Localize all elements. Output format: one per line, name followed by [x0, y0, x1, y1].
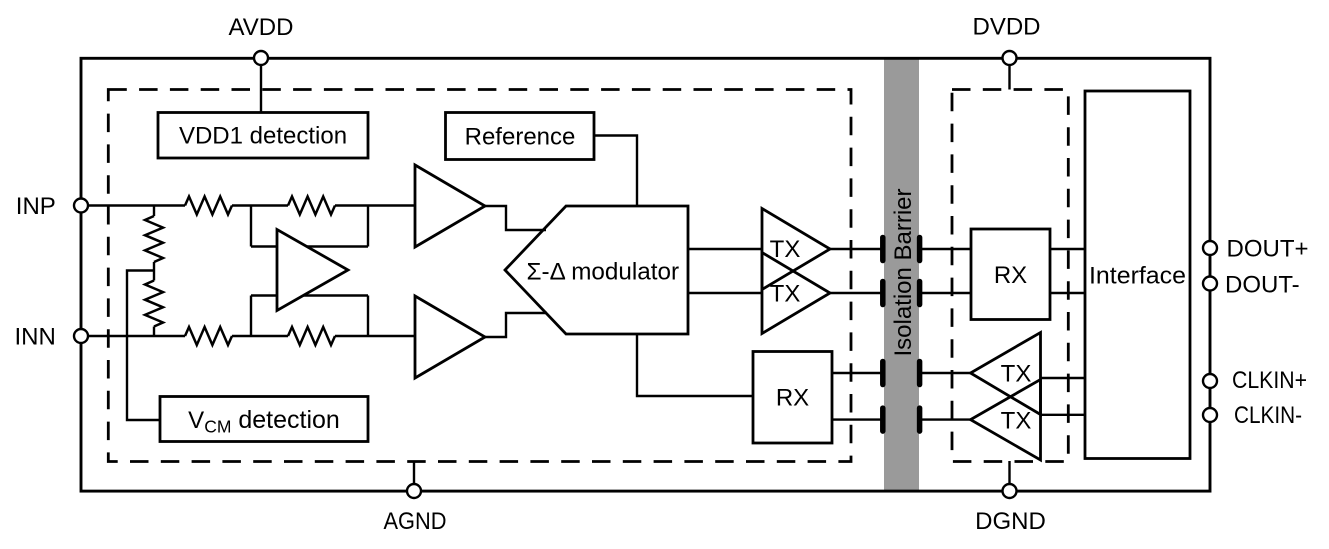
svg-text:VCM detection: VCM detection: [188, 406, 340, 437]
svg-text:DVDD: DVDD: [972, 14, 1040, 41]
svg-text:RX: RX: [994, 262, 1027, 289]
svg-text:INP: INP: [16, 193, 56, 220]
svg-text:CLKIN-: CLKIN-: [1234, 402, 1302, 429]
svg-text:TX: TX: [770, 236, 801, 263]
svg-text:Reference: Reference: [465, 124, 576, 151]
svg-text:DGND: DGND: [975, 508, 1046, 535]
svg-text:AGND: AGND: [384, 508, 447, 535]
svg-text:CLKIN+: CLKIN+: [1232, 367, 1307, 394]
svg-text:Isolation Barrier: Isolation Barrier: [890, 189, 917, 357]
svg-text:Interface: Interface: [1089, 263, 1186, 290]
svg-text:INN: INN: [15, 324, 56, 351]
svg-text:DOUT+: DOUT+: [1227, 236, 1309, 263]
svg-text:TX: TX: [1001, 361, 1032, 388]
svg-text:TX: TX: [770, 281, 801, 308]
svg-text:AVDD: AVDD: [229, 14, 294, 41]
svg-text:RX: RX: [776, 385, 809, 412]
svg-text:DOUT-: DOUT-: [1225, 272, 1300, 299]
svg-text:Σ-Δ modulator: Σ-Δ modulator: [527, 258, 680, 285]
svg-text:VDD1 detection: VDD1 detection: [179, 123, 347, 150]
svg-text:TX: TX: [1001, 408, 1032, 435]
